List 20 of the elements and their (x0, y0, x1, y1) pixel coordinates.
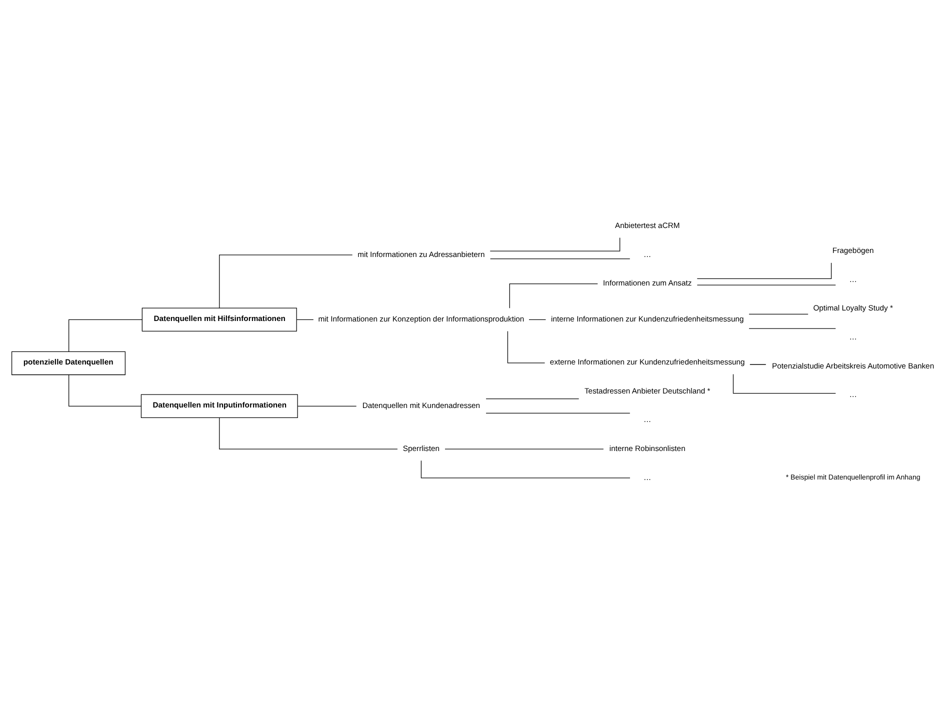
connector (749, 364, 766, 365)
connector (696, 284, 836, 286)
connector (489, 237, 620, 252)
connector (528, 319, 546, 320)
connector (506, 330, 545, 364)
connector (748, 328, 836, 329)
connector (485, 412, 630, 414)
connector (420, 460, 630, 478)
connector (296, 319, 314, 320)
connector (508, 283, 598, 308)
connector (218, 418, 398, 450)
connector (444, 448, 604, 450)
connector (218, 254, 352, 308)
connector (748, 314, 808, 315)
connector (490, 258, 630, 260)
connector (696, 262, 832, 279)
connector (485, 398, 579, 400)
connector (68, 374, 141, 406)
connector (68, 319, 142, 352)
connector (732, 374, 836, 394)
